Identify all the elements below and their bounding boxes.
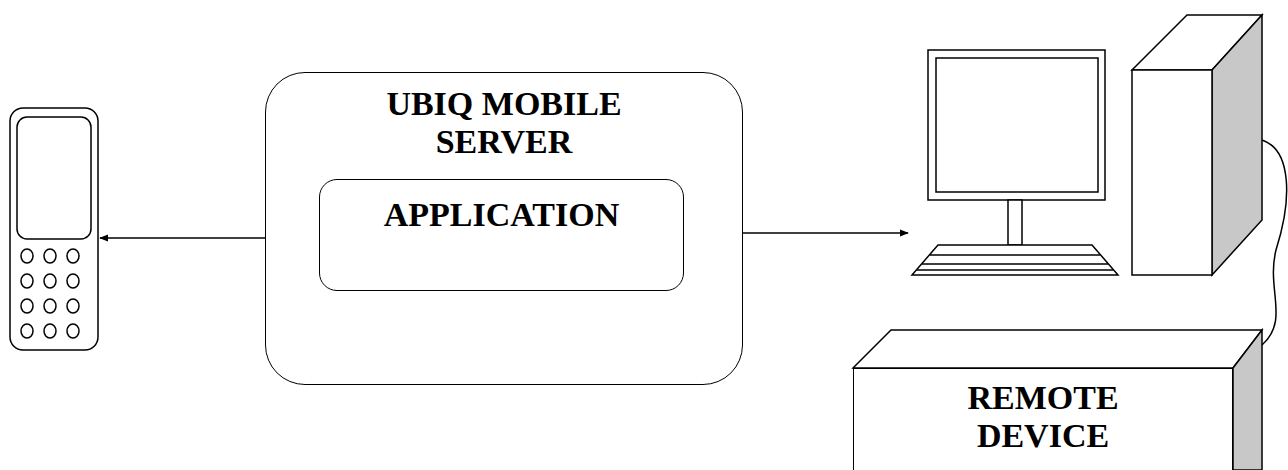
mobile-phone bbox=[10, 108, 98, 350]
application-box: APPLICATION bbox=[319, 179, 684, 291]
box-label: APPLICATION bbox=[332, 196, 672, 234]
server-box: UBIQ MOBILE SERVER APPLICATION bbox=[265, 72, 743, 385]
box-label: UBIQ MOBILE SERVER bbox=[354, 85, 654, 161]
box-label: REMOTE DEVICE bbox=[913, 379, 1173, 455]
remote-device-box: REMOTE DEVICE bbox=[853, 368, 1233, 470]
computer bbox=[912, 15, 1262, 275]
cable bbox=[1262, 140, 1287, 345]
remote-device-body bbox=[853, 330, 1262, 470]
